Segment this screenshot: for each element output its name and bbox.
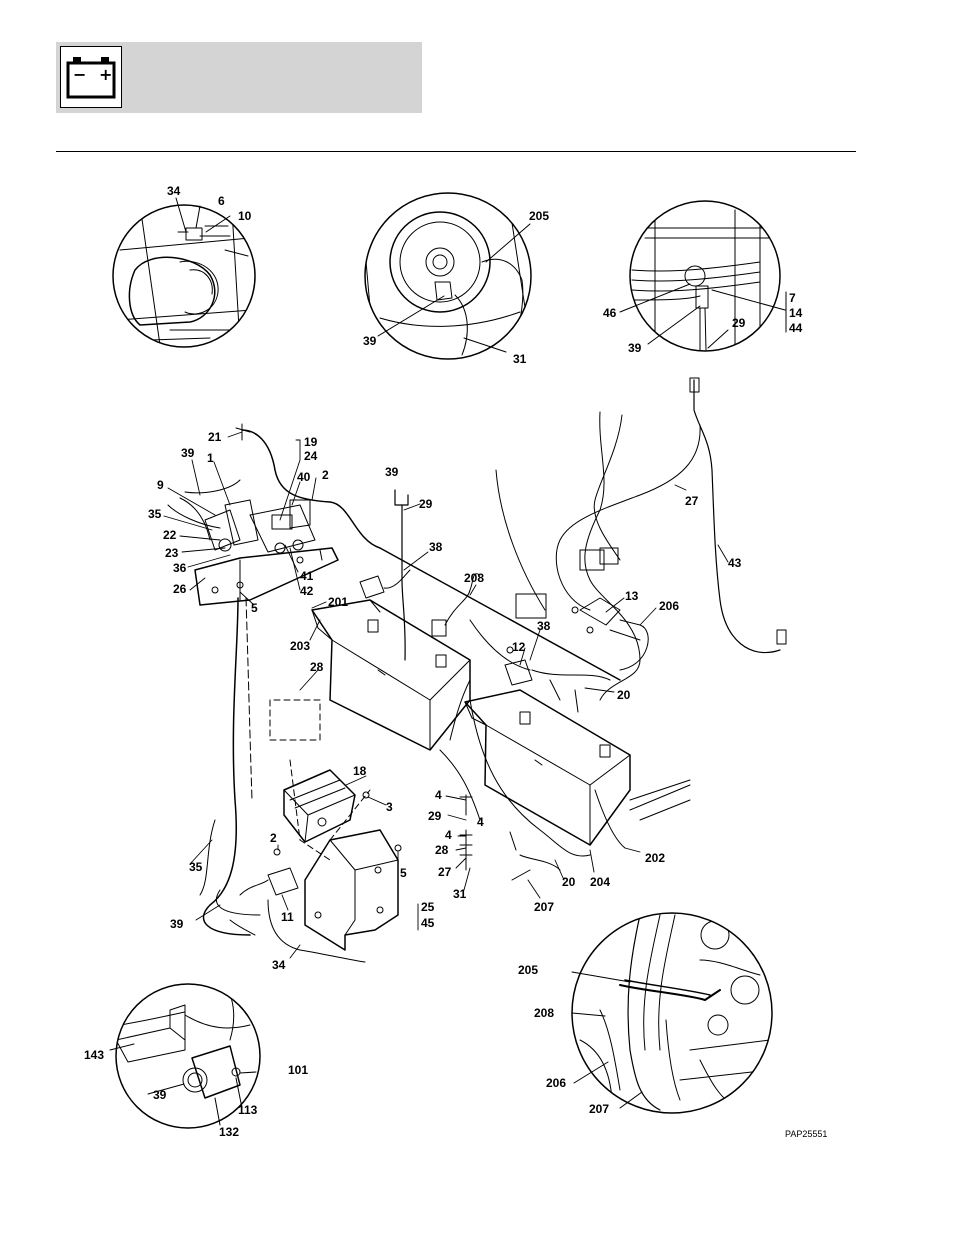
callout-28-upper: 28 bbox=[310, 660, 324, 674]
callout-45: 45 bbox=[421, 916, 435, 930]
callout-205-detail-d: 205 bbox=[518, 963, 538, 977]
callout-25: 25 bbox=[421, 900, 435, 914]
detail-view-a bbox=[113, 198, 255, 347]
detail-view-c bbox=[620, 201, 786, 351]
detail-view-d bbox=[572, 913, 772, 1113]
callout-26: 26 bbox=[173, 582, 187, 596]
callout-208: 208 bbox=[464, 571, 484, 585]
callout-207-main: 207 bbox=[534, 900, 554, 914]
callout-39-middle: 39 bbox=[385, 465, 399, 479]
callout-206-detail-d: 206 bbox=[546, 1076, 566, 1090]
callout-201: 201 bbox=[328, 595, 348, 609]
callout-44: 44 bbox=[789, 321, 803, 335]
callout-113: 113 bbox=[238, 1103, 258, 1117]
callout-39-detail-b: 39 bbox=[363, 334, 377, 348]
callout-4-c: 4 bbox=[445, 828, 452, 842]
callout-9: 9 bbox=[157, 478, 164, 492]
callout-42: 42 bbox=[300, 584, 314, 598]
callout-31-lower: 31 bbox=[453, 887, 467, 901]
callout-29-lower: 29 bbox=[428, 809, 442, 823]
callout-6: 6 bbox=[218, 194, 225, 208]
callout-12: 12 bbox=[512, 640, 526, 654]
callout-39-detail-c: 39 bbox=[628, 341, 642, 355]
callout-14: 14 bbox=[789, 306, 803, 320]
callout-7: 7 bbox=[789, 291, 796, 305]
callout-24: 24 bbox=[304, 449, 318, 463]
callout-40: 40 bbox=[297, 470, 311, 484]
callout-19: 19 bbox=[304, 435, 318, 449]
callout-29-detail-c: 29 bbox=[732, 316, 746, 330]
callout-18: 18 bbox=[353, 764, 367, 778]
callout-205-top: 205 bbox=[529, 209, 549, 223]
callout-206: 206 bbox=[659, 599, 679, 613]
callout-43: 43 bbox=[728, 556, 742, 570]
callout-35-upper: 35 bbox=[148, 507, 162, 521]
callout-27-lower: 27 bbox=[438, 865, 452, 879]
callout-39-left: 39 bbox=[181, 446, 195, 460]
callout-203: 203 bbox=[290, 639, 310, 653]
callout-23: 23 bbox=[165, 546, 179, 560]
callout-46: 46 bbox=[603, 306, 617, 320]
callout-20-upper: 20 bbox=[617, 688, 631, 702]
figure-reference: PAP25551 bbox=[785, 1129, 827, 1139]
callout-22: 22 bbox=[163, 528, 177, 542]
callout-3: 3 bbox=[386, 800, 393, 814]
callout-2-lower: 2 bbox=[270, 831, 277, 845]
callout-34-lower: 34 bbox=[272, 958, 286, 972]
callout-1: 1 bbox=[207, 451, 214, 465]
callout-21: 21 bbox=[208, 430, 222, 444]
callout-2-upper: 2 bbox=[322, 468, 329, 482]
callout-39-lower: 39 bbox=[170, 917, 184, 931]
callout-132: 132 bbox=[219, 1125, 239, 1139]
callout-202: 202 bbox=[645, 851, 665, 865]
callout-13: 13 bbox=[625, 589, 639, 603]
callout-29-middle: 29 bbox=[419, 497, 433, 511]
callout-101: 101 bbox=[288, 1063, 308, 1077]
callout-10: 10 bbox=[238, 209, 252, 223]
callout-4-b: 4 bbox=[477, 815, 484, 829]
callout-11: 11 bbox=[281, 910, 294, 924]
callout-207-detail-d: 207 bbox=[589, 1102, 609, 1116]
callout-41: 41 bbox=[300, 569, 314, 583]
callout-labels: 34 6 10 205 39 31 46 7 14 44 29 39 21 19… bbox=[84, 184, 803, 1139]
callout-27-upper: 27 bbox=[685, 494, 699, 508]
callout-204: 204 bbox=[590, 875, 610, 889]
detail-view-b bbox=[365, 193, 531, 359]
callout-38-lower: 38 bbox=[537, 619, 551, 633]
callout-31-detail-b: 31 bbox=[513, 352, 527, 366]
callout-35-lower: 35 bbox=[189, 860, 203, 874]
callout-38-upper: 38 bbox=[429, 540, 443, 554]
callout-36: 36 bbox=[173, 561, 187, 575]
callout-34-top: 34 bbox=[167, 184, 181, 198]
callout-5-lower: 5 bbox=[400, 866, 407, 880]
callout-208-detail-d: 208 bbox=[534, 1006, 554, 1020]
callout-20-lower: 20 bbox=[562, 875, 576, 889]
callout-143: 143 bbox=[84, 1048, 104, 1062]
callout-39-detail-e: 39 bbox=[153, 1088, 167, 1102]
callout-4-a: 4 bbox=[435, 788, 442, 802]
main-assembly bbox=[168, 378, 786, 962]
callout-28-lower: 28 bbox=[435, 843, 449, 857]
callout-5-upper: 5 bbox=[251, 601, 258, 615]
